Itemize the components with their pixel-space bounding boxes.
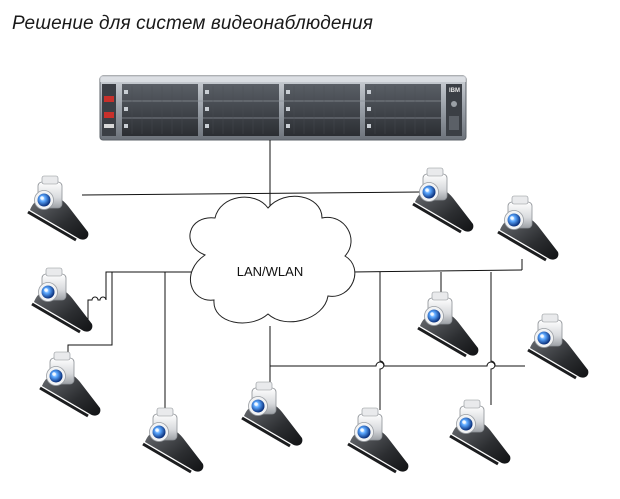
ip-camera-icon: [141, 406, 205, 474]
server-brand: IBM: [449, 88, 460, 94]
ip-camera-icon: [346, 406, 410, 474]
ip-camera-icon: [448, 398, 512, 466]
network-cloud: LAN/WLAN: [189, 195, 356, 324]
page-title: Решение для систем видеонаблюдения: [12, 13, 373, 34]
ip-camera-icon: [416, 290, 480, 358]
ip-camera-icon: [240, 380, 304, 448]
ip-camera-icon: [411, 166, 475, 234]
ip-camera-icon: [30, 266, 94, 334]
rack-server-icon: IBM: [99, 75, 467, 141]
ip-camera-icon: [496, 194, 560, 262]
ip-camera-icon: [526, 312, 590, 380]
ip-camera-icon: [26, 174, 90, 242]
network-links: [67, 140, 525, 412]
ip-camera-icon: [38, 350, 102, 418]
cloud-label: LAN/WLAN: [237, 264, 303, 279]
